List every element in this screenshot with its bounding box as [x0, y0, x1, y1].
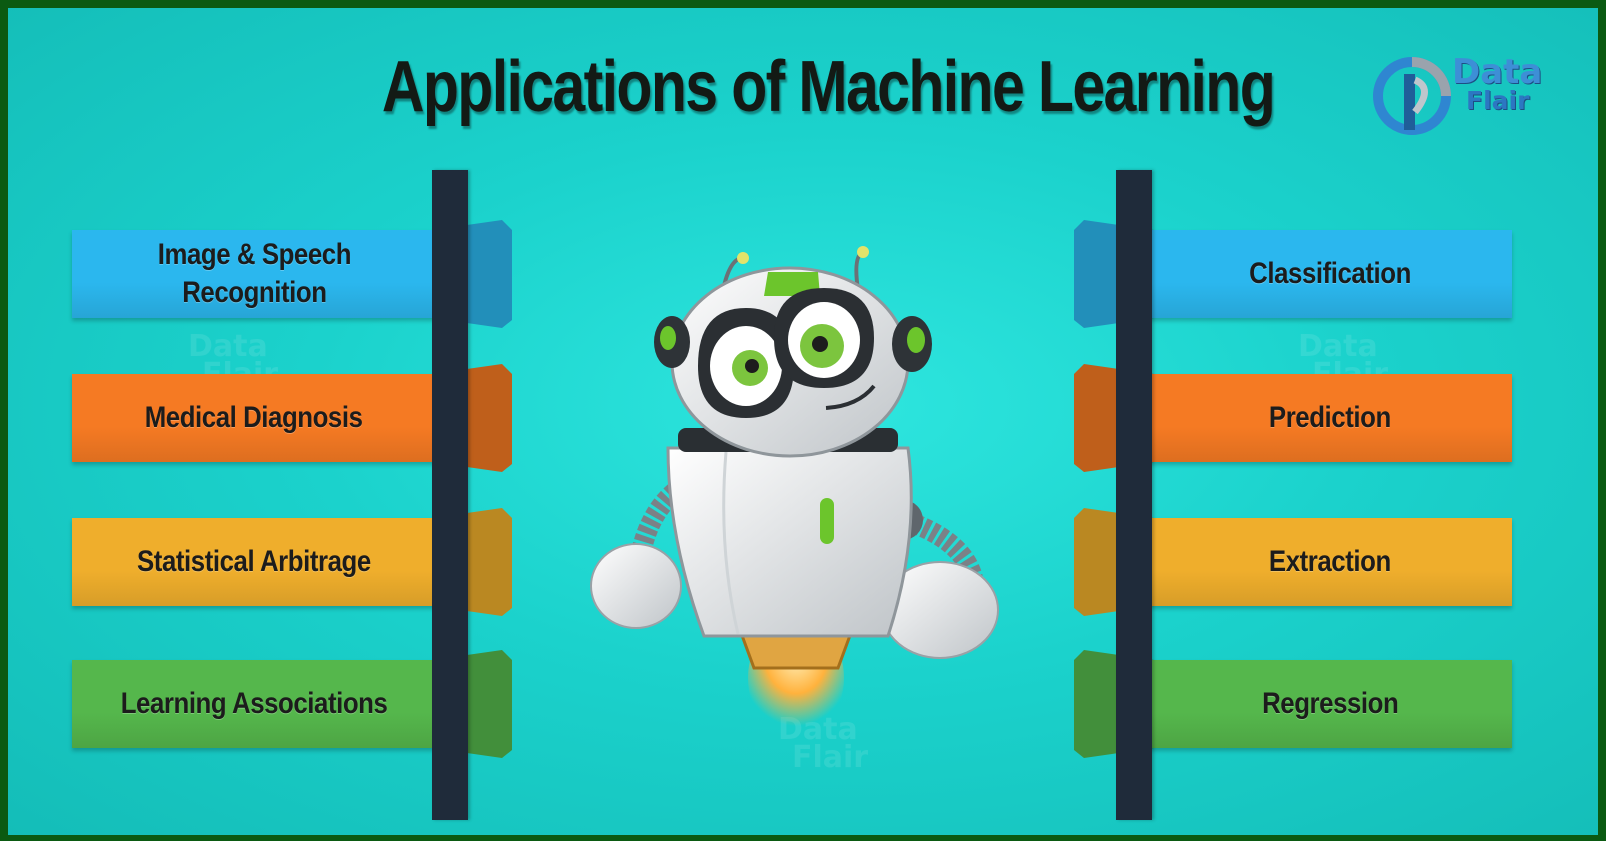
left-banner-label-3: Statistical Arbitrage	[137, 545, 371, 578]
right-banner-3: Extraction	[1148, 518, 1512, 606]
watermark-word-1: Data	[1298, 329, 1378, 364]
left-banner-label-2: Medical Diagnosis	[145, 401, 363, 434]
watermark-word-1: Data	[188, 329, 268, 364]
logo-word-flair: Flair	[1466, 86, 1530, 115]
logo-word-data: Data	[1452, 52, 1543, 92]
right-banner-1: Classification	[1148, 230, 1512, 318]
left-banner-4: Learning Associations	[72, 660, 436, 748]
right-banner-label-3: Extraction	[1269, 545, 1391, 578]
watermark-word-2: Flair	[792, 740, 869, 775]
page-title: Applications of Machine Learning	[381, 47, 1276, 127]
dataflair-logo: Data Flair	[1370, 46, 1560, 146]
right-banner-label-1: Classification	[1249, 257, 1411, 290]
dataflair-logo-icon	[1373, 57, 1451, 135]
infographic-frame: Data Flair Data Flair Data Flair Applica…	[8, 8, 1598, 835]
robot-mascot-icon	[590, 246, 999, 738]
right-banner-label-2: Prediction	[1269, 401, 1391, 434]
right-banner-4: Regression	[1148, 660, 1512, 748]
right-banner-label-4: Regression	[1261, 687, 1399, 720]
left-banner-2: Medical Diagnosis	[72, 374, 436, 462]
left-post	[432, 170, 468, 820]
left-banner-3: Statistical Arbitrage	[72, 518, 436, 606]
right-banner-2: Prediction	[1148, 374, 1512, 462]
left-banner-1: Image & Speech Recognition	[72, 230, 436, 318]
left-banner-label-1: Image & Speech Recognition	[157, 238, 351, 309]
left-banner-label-4: Learning Associations	[120, 687, 388, 720]
right-post	[1116, 170, 1152, 820]
